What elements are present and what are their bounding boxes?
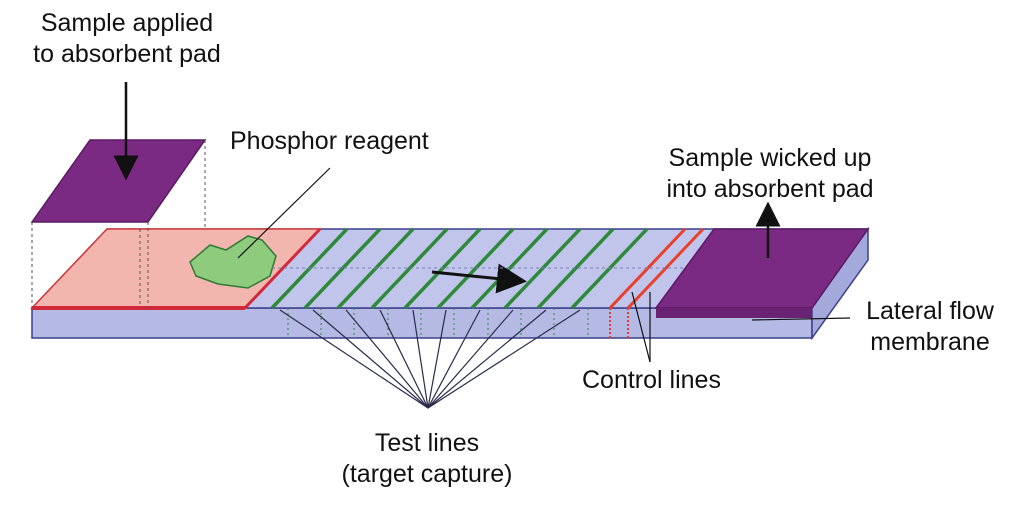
- label-lateral-flow-membrane: Lateral flow membrane: [866, 297, 994, 356]
- lateral-flow-leader: [751, 317, 851, 321]
- control-lines-group: [608, 227, 705, 338]
- test-line-leader: [427, 309, 514, 409]
- phosphor-reagent-blob: [189, 235, 277, 289]
- control-line: [626, 227, 705, 310]
- membrane-dotted-guides: [272, 267, 714, 338]
- test-line-leader: [412, 309, 429, 409]
- test-line: [370, 227, 449, 310]
- phosphor-reagent-leader: [237, 167, 331, 259]
- test-line-leader: [379, 309, 429, 409]
- test-line-leader: [427, 309, 447, 409]
- test-line-leader: [427, 309, 547, 409]
- test-line-leader: [312, 309, 429, 409]
- wicking-absorbent-pad: [654, 228, 870, 318]
- test-line-leader: [345, 309, 429, 409]
- sample-absorbent-pad: [30, 139, 207, 223]
- test-line-leader: [427, 309, 481, 409]
- control-line: [608, 227, 687, 310]
- label-sample-wicked: Sample wicked up into absorbent pad: [666, 144, 874, 203]
- control-lines-leaders: [631, 291, 651, 363]
- label-sample-applied: Sample applied to absorbent pad: [33, 9, 221, 68]
- test-line: [536, 227, 615, 310]
- flow-direction-arrow: [431, 263, 527, 294]
- label-test-lines: Test lines (target capture): [341, 429, 513, 488]
- label-control-lines: Control lines: [582, 366, 721, 394]
- label-phosphor-reagent: Phosphor reagent: [230, 127, 429, 155]
- test-line-leader: [279, 309, 429, 409]
- control-line-leader: [631, 291, 651, 363]
- test-line: [436, 227, 515, 310]
- test-line: [303, 227, 382, 310]
- test-line-leader: [427, 309, 581, 409]
- test-lines-leaders: [279, 309, 581, 409]
